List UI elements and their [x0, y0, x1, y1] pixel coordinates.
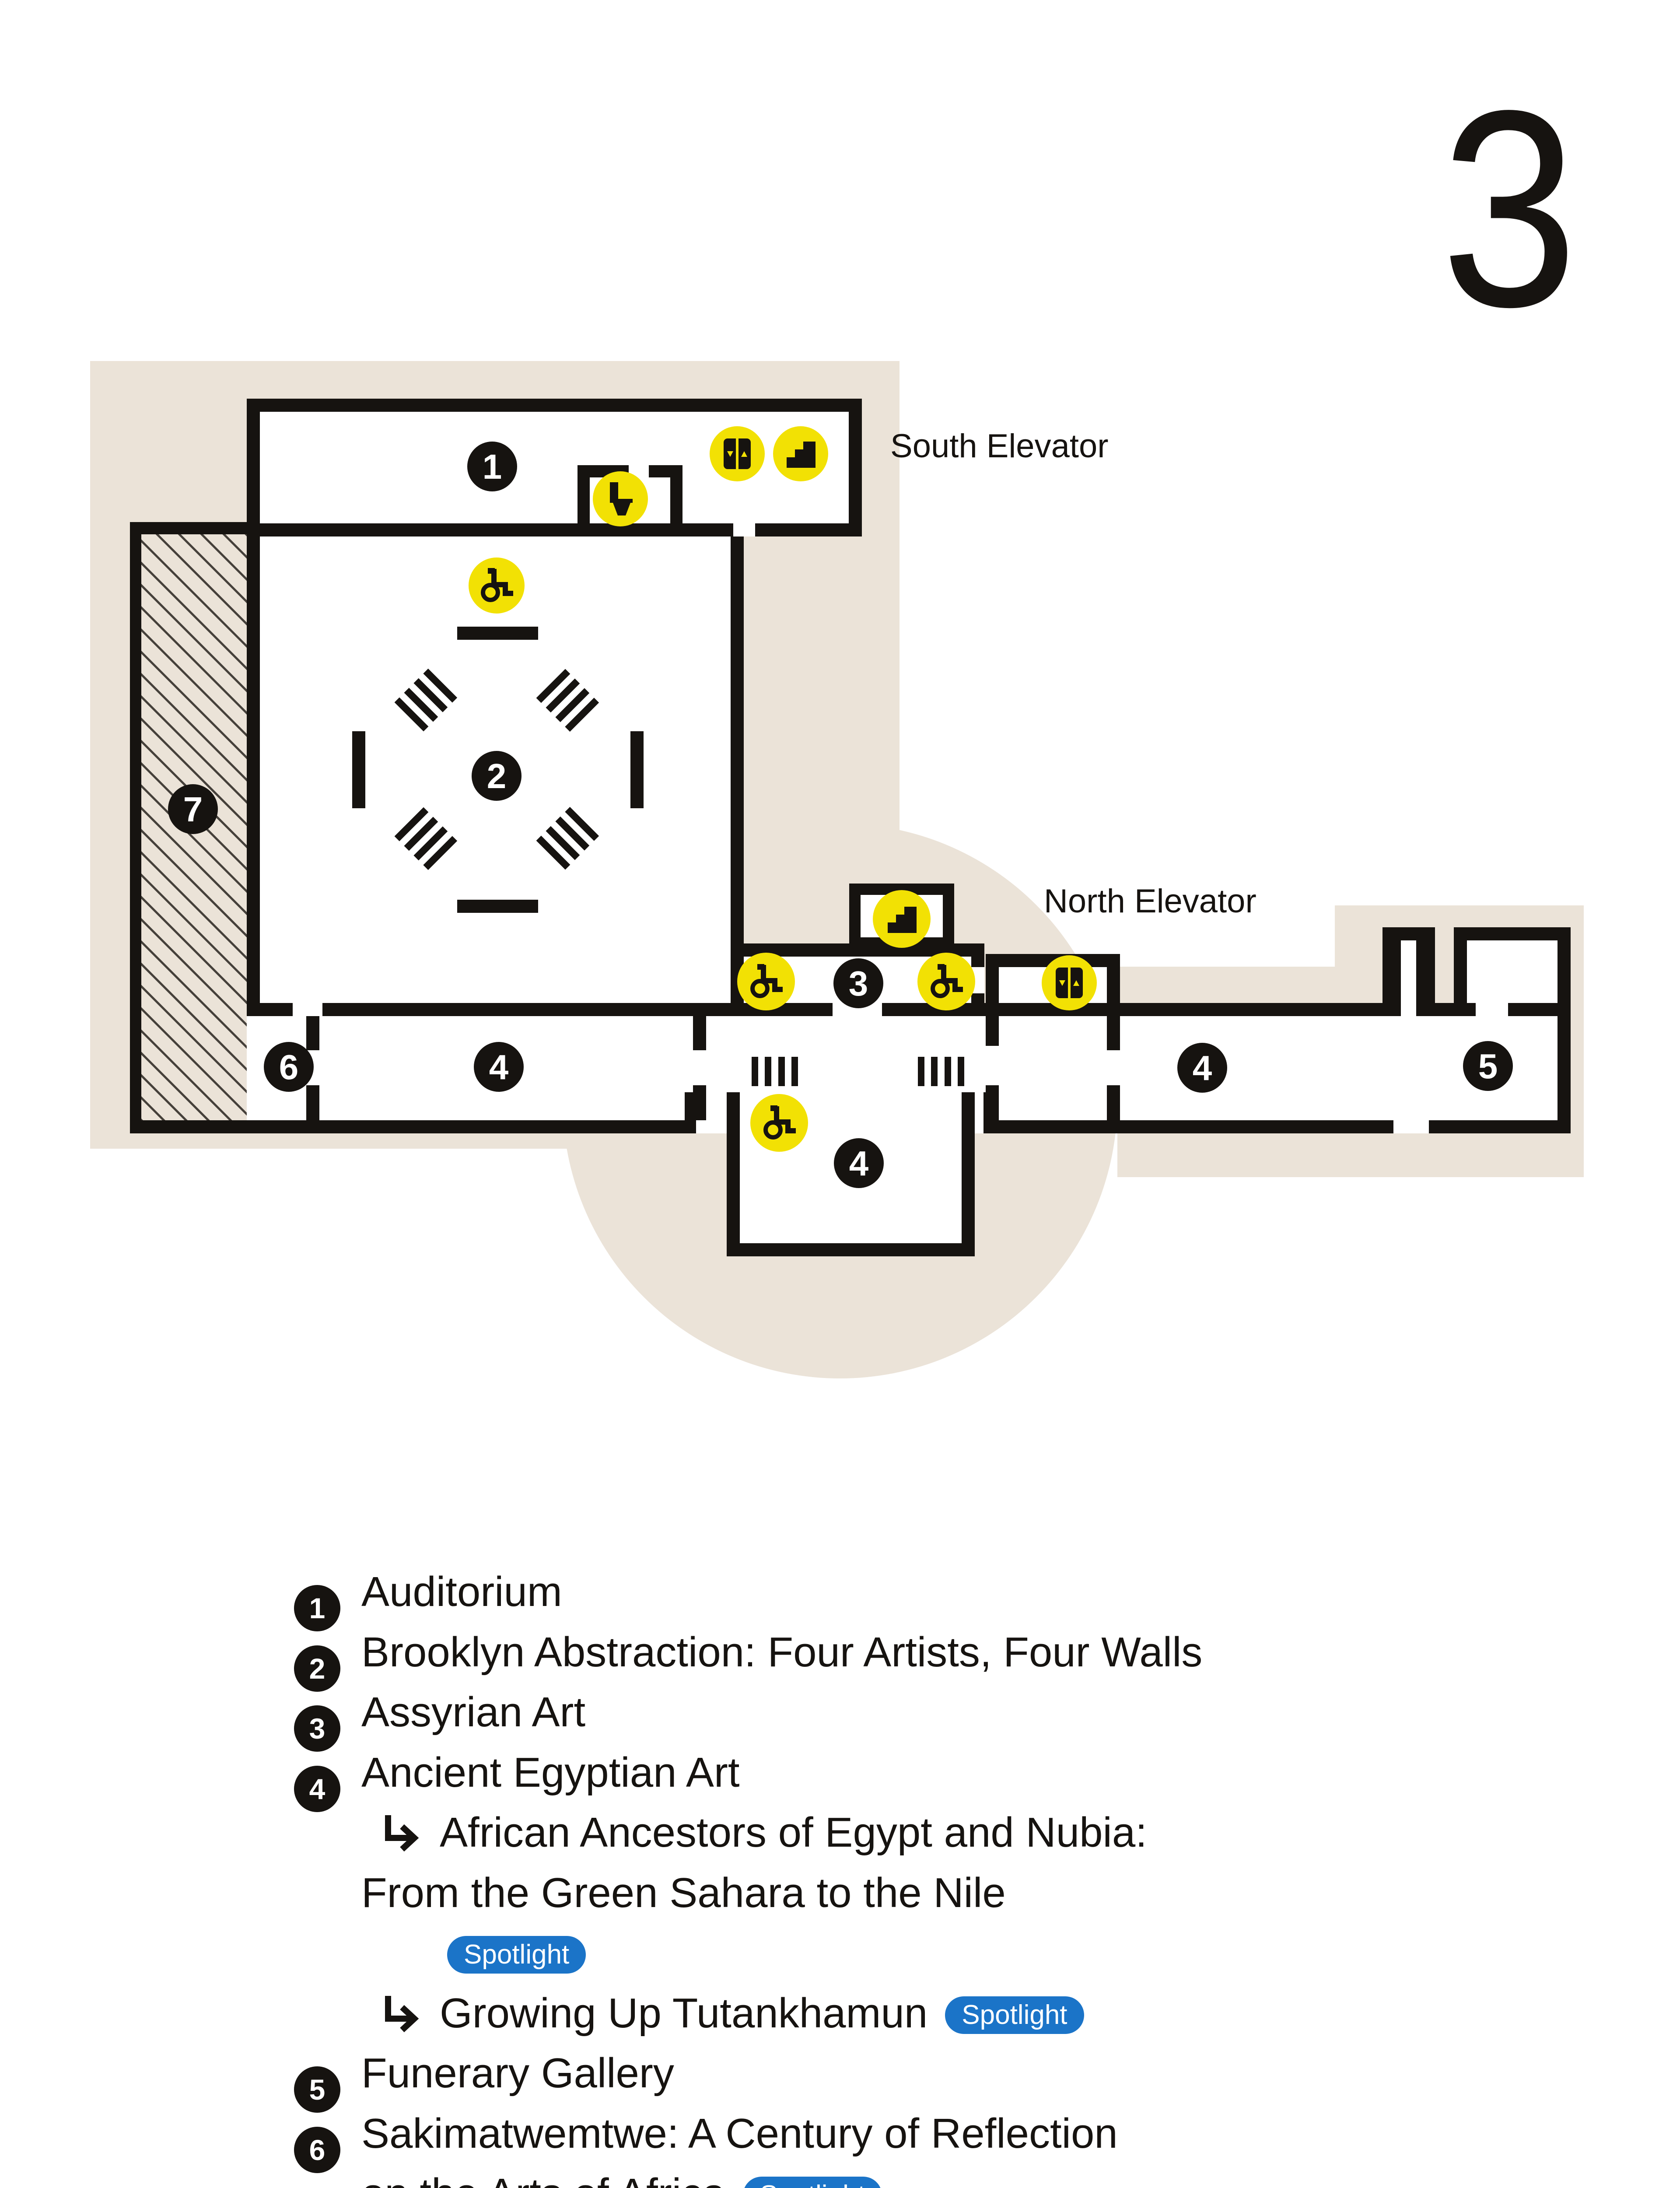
marker-7: 7 — [183, 790, 203, 829]
legend-bullet-3: 3 — [294, 1705, 340, 1752]
accessibility-icon — [917, 953, 975, 1010]
marker-3: 3 — [849, 964, 868, 1003]
accessibility-icon — [469, 558, 525, 614]
marker-4: 4 — [1193, 1048, 1212, 1087]
legend-item-sakimatwemtwe: 6 Sakimatwemtwe: A Century of Reflection — [294, 2104, 1202, 2173]
legend-item-ancient-egyptian-art: 4 Ancient Egyptian Art — [294, 1743, 1202, 1812]
legend-label: From the Green Sahara to the Nile — [361, 1869, 1006, 1916]
legend-item-brooklyn-abstraction: 2 Brooklyn Abstraction: Four Artists, Fou… — [294, 1622, 1203, 1692]
legend-bullet-1: 1 — [294, 1585, 340, 1631]
legend-bullet-2: 2 — [294, 1645, 340, 1692]
legend-subitem-african-ancestors-line2: From the Green Sahara to the Nile — [294, 1863, 1202, 1923]
sub-item-arrow-icon — [385, 1815, 419, 1852]
legend-spotlight-badge-row: Spotlight — [294, 1923, 1202, 1983]
restroom-icon — [593, 471, 648, 526]
sub-item-arrow-icon — [385, 1995, 419, 2032]
legend-label: Sakimatwemtwe: A Century of Reflection — [361, 2110, 1118, 2157]
marker-1: 1 — [483, 447, 502, 486]
legend: 1 Auditorium 2 Brooklyn Abstraction: Four … — [294, 1562, 1202, 2188]
marker-5: 5 — [1478, 1047, 1498, 1086]
legend-bullet-4: 4 — [294, 1765, 340, 1812]
walls — [130, 399, 1571, 1256]
marker-2: 2 — [487, 757, 507, 796]
legend-label: Assyrian Art — [361, 1689, 586, 1736]
marker-4: 4 — [489, 1048, 509, 1087]
corridor-stairs-marks — [752, 1057, 964, 1086]
legend-label: African Ancestors of Egypt and Nubia: — [440, 1809, 1147, 1856]
map-markers: 1 2 3 4 4 4 5 6 7 — [168, 442, 1513, 1188]
spotlight-badge: Spotlight — [743, 2177, 882, 2188]
north-elevator-label: North Elevator — [1044, 883, 1256, 920]
spotlight-badge: Spotlight — [945, 1996, 1084, 2034]
legend-label: on the Arts of Africa — [361, 2170, 725, 2188]
floor-number-top: 3 — [1441, 52, 1578, 365]
legend-item-sakimatwemtwe-line2: on the Arts of Africa Spotlight — [294, 2163, 1202, 2188]
four-walls-installation — [352, 627, 644, 913]
marker-6: 6 — [279, 1048, 299, 1087]
marker-4: 4 — [849, 1144, 869, 1183]
legend-item-funerary-gallery: 5 Funerary Gallery — [294, 2043, 1202, 2113]
accessibility-icon — [737, 953, 795, 1010]
stairs-icon — [873, 890, 931, 948]
legend-label: Ancient Egyptian Art — [361, 1749, 740, 1796]
legend-subitem-growing-up-tutankhamun: Growing Up Tutankhamun Spotlight — [294, 1983, 1202, 2044]
legend-label: Funerary Gallery — [361, 2050, 674, 2097]
elevator-icon — [710, 426, 765, 481]
south-elevator-label: South Elevator — [890, 428, 1109, 465]
legend-label: Brooklyn Abstraction: Four Artists, Four… — [361, 1628, 1203, 1676]
legend-bullet-6: 6 — [294, 2126, 340, 2173]
spotlight-badge: Spotlight — [447, 1936, 586, 1974]
legend-label: Auditorium — [361, 1568, 562, 1615]
legend-item-auditorium: 1 Auditorium — [294, 1562, 1202, 1631]
accessibility-icon — [750, 1094, 808, 1152]
door-gaps — [293, 465, 1508, 1133]
stairs-icon — [773, 426, 828, 481]
legend-item-assyrian-art: 3 Assyrian Art — [294, 1682, 1202, 1752]
legend-subitem-african-ancestors: African Ancestors of Egypt and Nubia: — [294, 1802, 1202, 1863]
legend-label: Growing Up Tutankhamun — [440, 1989, 928, 2037]
legend-bullet-5: 5 — [294, 2066, 340, 2113]
elevator-icon — [1042, 955, 1097, 1010]
